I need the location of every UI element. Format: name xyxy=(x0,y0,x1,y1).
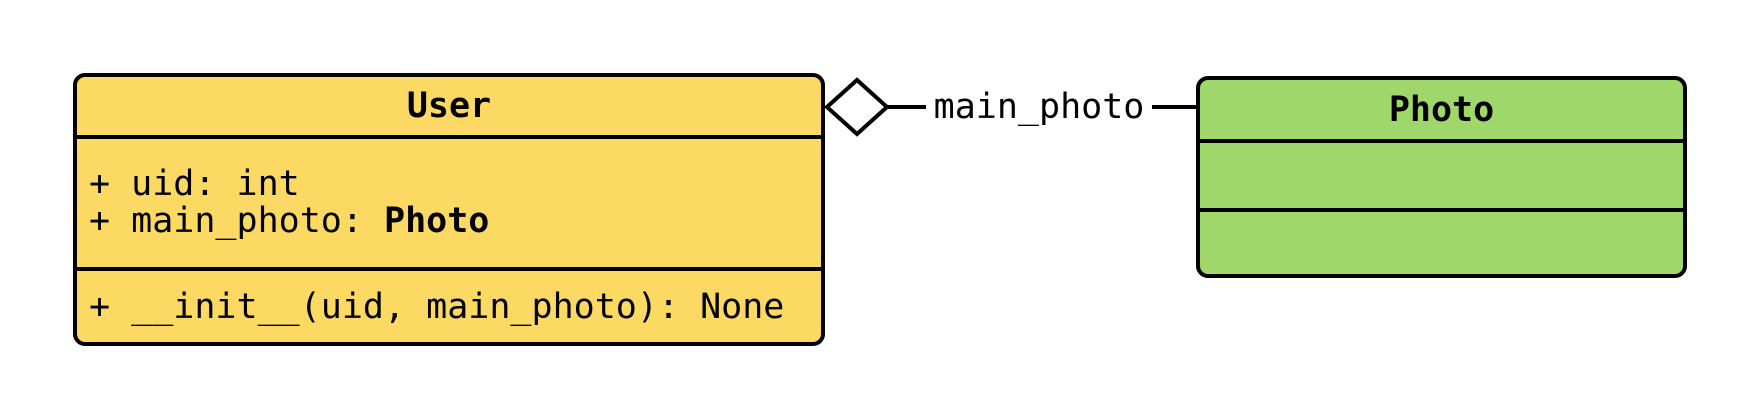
attribute-main-photo-type: Photo xyxy=(384,201,490,241)
relation-label: main_photo xyxy=(926,87,1152,127)
attribute-uid: + uid: int xyxy=(89,166,821,203)
attribute-main-photo: + main_photo: Photo xyxy=(89,203,821,240)
attribute-main-photo-text: + main_photo: xyxy=(89,201,385,241)
class-photo-attributes xyxy=(1200,139,1683,208)
class-user-attributes: + uid: int + main_photo: Photo xyxy=(77,135,821,267)
aggregation-diamond-icon xyxy=(824,77,890,137)
class-user-title: User xyxy=(406,86,492,126)
method-init: + __init__(uid, main_photo): None xyxy=(89,286,785,327)
attribute-uid-text: + uid: int xyxy=(89,164,300,204)
class-photo-methods xyxy=(1200,208,1683,274)
class-box-photo: Photo xyxy=(1196,76,1687,278)
class-box-user: User + uid: int + main_photo: Photo + __… xyxy=(73,73,825,346)
class-user-methods: + __init__(uid, main_photo): None xyxy=(77,267,821,342)
class-photo-title: Photo xyxy=(1388,89,1495,130)
